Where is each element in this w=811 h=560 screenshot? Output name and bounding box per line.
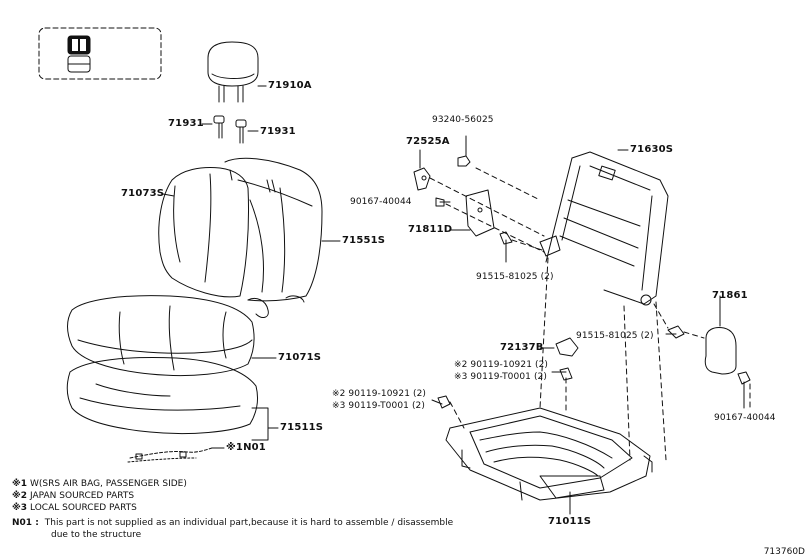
part-label-bolt-pair-b2[interactable]: ※3 90119-T0001 (2) [332,401,425,411]
part-label-cover-right[interactable]: 71861 [712,290,748,301]
part-label-bolt-top[interactable]: 93240-56025 [432,115,494,125]
part-label-frame-back[interactable]: 71630S [630,144,674,155]
document-id: 713760D [763,547,805,557]
part-label-screw-right[interactable]: 90167-40044 [714,413,776,423]
footnote-n01: N01 : This part is not supplied as an ind… [12,517,453,529]
part-label-bolt-mid[interactable]: 91515-81025 (2) [476,272,554,282]
part-label-headrest[interactable]: 71910A [268,80,312,91]
vehicle-location-icon [38,27,162,80]
headrest-guide-shapes [201,115,259,144]
part-label-back-pad[interactable]: 71551S [342,235,386,246]
part-label-guide-right[interactable]: 71931 [260,126,296,137]
lock-lever-shape [413,149,431,191]
cushion-frame-shape [445,407,653,515]
assembly-dashed-lines [429,167,751,461]
part-label-lock-lever[interactable]: 72525A [406,136,450,147]
footnote-n01-text-1: This part is not supplied as an individu… [44,518,454,528]
part-label-back-cover[interactable]: 71073S [121,188,165,199]
part-label-screw-left[interactable]: 90167-40044 [350,197,412,207]
wire-harness-shape [127,447,213,463]
bolt-top-shape [457,135,471,167]
footnote-3-text: LOCAL SOURCED PARTS [30,503,137,513]
cushion-cover-shape [67,295,255,377]
footnote-2-mark: ※2 [12,491,28,501]
part-label-bolt-pair-a1[interactable]: ※2 90119-10921 (2) [454,360,549,370]
cover-72137b-shape [539,337,579,357]
cushion-pad-shape [66,357,259,435]
seat-back-shape [158,157,323,318]
footnote-3-mark: ※3 [12,503,28,513]
footnote-n01-line2: due to the structure [51,530,142,540]
part-label-bolt-pair-a2[interactable]: ※3 90119-T0001 (2) [454,372,547,382]
footnote-1-text: W(SRS AIR BAG, PASSENGER SIDE) [30,479,187,489]
leader-lines-right [431,201,745,409]
cover-71861-shape [704,295,737,375]
leader-lines-left [162,85,341,449]
part-label-cushion-cover[interactable]: 71071S [278,352,322,363]
part-label-bolt-pair-b1[interactable]: ※2 90119-10921 (2) [332,389,427,399]
part-label-bolt-right[interactable]: 91515-81025 (2) [576,331,654,341]
footnote-1-mark: ※1 [12,479,28,489]
part-label-cover-mid[interactable]: 71811D [408,224,453,235]
part-label-guide-left[interactable]: 71931 [168,118,204,129]
footnote-n01-mark: N01 : [12,518,39,528]
cover-71811d-shape [449,189,495,237]
part-label-cushion-pad[interactable]: 71511S [280,422,324,433]
footnote-2-text: JAPAN SOURCED PARTS [30,491,135,501]
part-label-cushion-frame[interactable]: 71011S [548,516,592,527]
part-label-hinge-cover[interactable]: 72137B [500,342,544,353]
headrest-shape [207,41,267,103]
seatback-frame-shape [539,149,669,306]
part-label-wire[interactable]: ※1N01 [226,442,266,453]
